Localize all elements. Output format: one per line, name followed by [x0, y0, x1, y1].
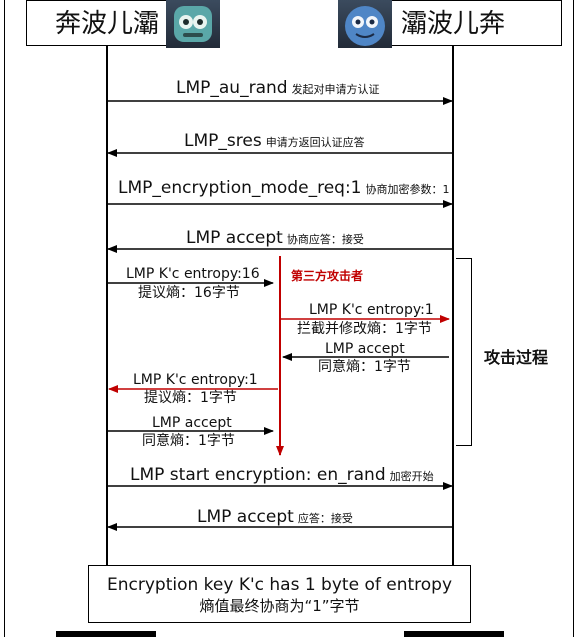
message-text: LMP start encryption: en_rand [130, 465, 386, 485]
message-note: 申请方返回认证应答 [265, 136, 365, 149]
attack-step-1-label2: 提议熵：16字节 [138, 285, 240, 301]
right-foot-bar [404, 631, 504, 637]
left-lifeline [106, 46, 108, 566]
right-party-avatar [338, 0, 392, 48]
message-note: 应答：接受 [297, 512, 353, 525]
right-party-name: 灞波儿奔 [401, 9, 506, 39]
attacker-title: 第三方攻击者 [291, 269, 364, 283]
result-line-chinese: 熵值最终协商为“1”字节 [199, 597, 360, 615]
attack-step-4-label2: 提议熵：1字节 [144, 390, 237, 406]
frame-right-border [573, 0, 574, 637]
attack-step-2-label2: 拦截并修改熵：1字节 [297, 321, 432, 337]
message-text: LMP_au_rand [176, 78, 288, 98]
attack-step-3-label2: 同意熵：1字节 [318, 359, 411, 375]
attack-step-3-label1: LMP accept [325, 341, 405, 357]
attack-step-4-label1: LMP K'c entropy:1 [133, 372, 258, 388]
message-text: LMP accept [186, 228, 283, 248]
attack-step-1-label1: LMP K'c entropy:16 [126, 266, 260, 282]
message-text: LMP accept [197, 507, 294, 527]
attack-step-2-label1: LMP K'c entropy:1 [309, 302, 434, 318]
left-party-name: 奔波儿灞 [55, 9, 160, 39]
message-note: 加密开始 [389, 470, 434, 483]
attack-step-5-label1: LMP accept [152, 415, 232, 431]
right-lifeline [452, 46, 454, 566]
result-line-english: Encryption key K'c has 1 byte of entropy [106, 575, 452, 595]
message-note: 发起对申请方认证 [291, 83, 380, 96]
message-note: 协商加密参数：1 [365, 183, 450, 196]
attack-process-label: 攻击过程 [484, 348, 549, 367]
attack-process-bracket [456, 258, 472, 446]
left-foot-bar [56, 631, 156, 637]
message-text: LMP_sres [184, 131, 262, 151]
result-box: Encryption key K'c has 1 byte of entropy… [88, 565, 471, 623]
message-text: LMP_encryption_mode_req:1 [118, 178, 362, 198]
left-party-avatar [166, 0, 220, 48]
frame-left-border [4, 0, 5, 637]
attack-step-5-label2: 同意熵：1字节 [142, 433, 235, 449]
message-note: 协商应答：接受 [286, 233, 364, 246]
